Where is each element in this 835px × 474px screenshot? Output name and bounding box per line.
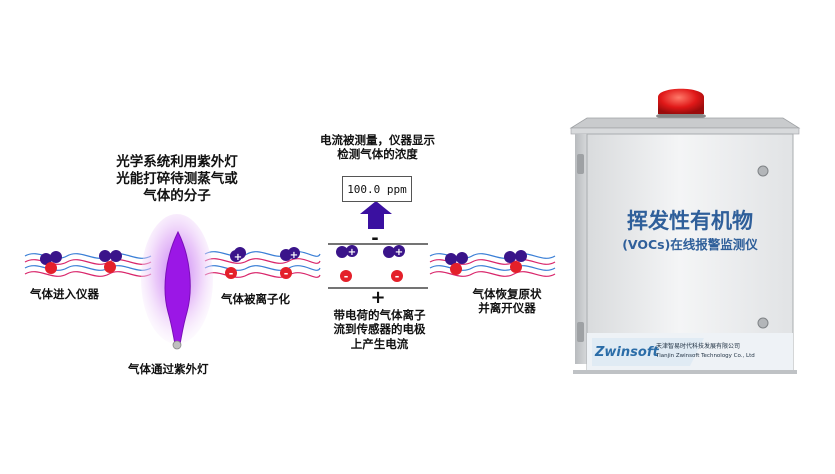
uv-optics-note: 光学系统利用紫外灯 光能打碎待测蒸气或 气体的分子 [116,154,238,204]
label-ionized: 气体被离子化 [221,292,290,306]
negative-ion: - [225,267,237,280]
device-subtitle: (VOCs)在线报警监测仪 [622,237,758,252]
label-restore: 气体恢复原状 并离开仪器 [472,287,542,316]
svg-text:+: + [395,247,403,258]
label-charged-flow: 带电荷的气体离子 流到传感器的电极 上产生电流 [333,308,426,351]
positive-ion: + [336,245,358,258]
molecule [504,250,527,273]
wave-group-ionized [204,251,321,278]
hinge [577,322,584,342]
svg-text:+: + [348,247,356,258]
positive-sign: + [370,287,385,308]
lamp-tip [172,340,182,350]
ppm-readout: 100.0 ppm [342,176,412,202]
company-name-en: Tianjin Zwinsoft Technology Co., Ltd [656,353,755,359]
cabinet-side [575,134,587,364]
cabinet-roof [569,117,801,129]
label-uv-lamp: 气体通过紫外灯 [128,362,209,376]
company-name-cn: 天津智易时代科技发展有限公司 [656,343,741,350]
alarm-light-icon [658,88,704,114]
label-gas-in: 气体进入仪器 [30,287,99,301]
svg-text:-: - [395,270,400,283]
uv-lamp [141,214,213,350]
molecule [445,252,468,275]
negative-ion: - [340,270,352,283]
device-title: 挥发性有机物 [627,209,753,233]
voc-monitor-device [569,88,801,374]
positive-ion: + [280,247,300,261]
negative-sign: - [371,228,378,249]
svg-text:-: - [229,267,234,280]
negative-ion: - [280,267,292,280]
molecule [99,250,122,273]
up-arrow-icon [360,201,392,229]
svg-text:+: + [234,252,242,263]
svg-text:+: + [290,250,298,261]
svg-text:-: - [284,267,289,280]
lock-icon [757,165,769,177]
lock-icon [757,317,769,329]
current-note: 电流被测量，仪器显示 检测气体的浓度 [320,133,435,162]
hinge [577,154,584,174]
positive-ion: + [230,247,246,263]
molecule [40,251,62,274]
electrodes: - + [328,228,428,308]
negative-ion: - [391,270,403,283]
positive-ion: + [383,245,405,258]
svg-text:-: - [344,270,349,283]
brand-logo: Zwinsoft [595,345,659,360]
